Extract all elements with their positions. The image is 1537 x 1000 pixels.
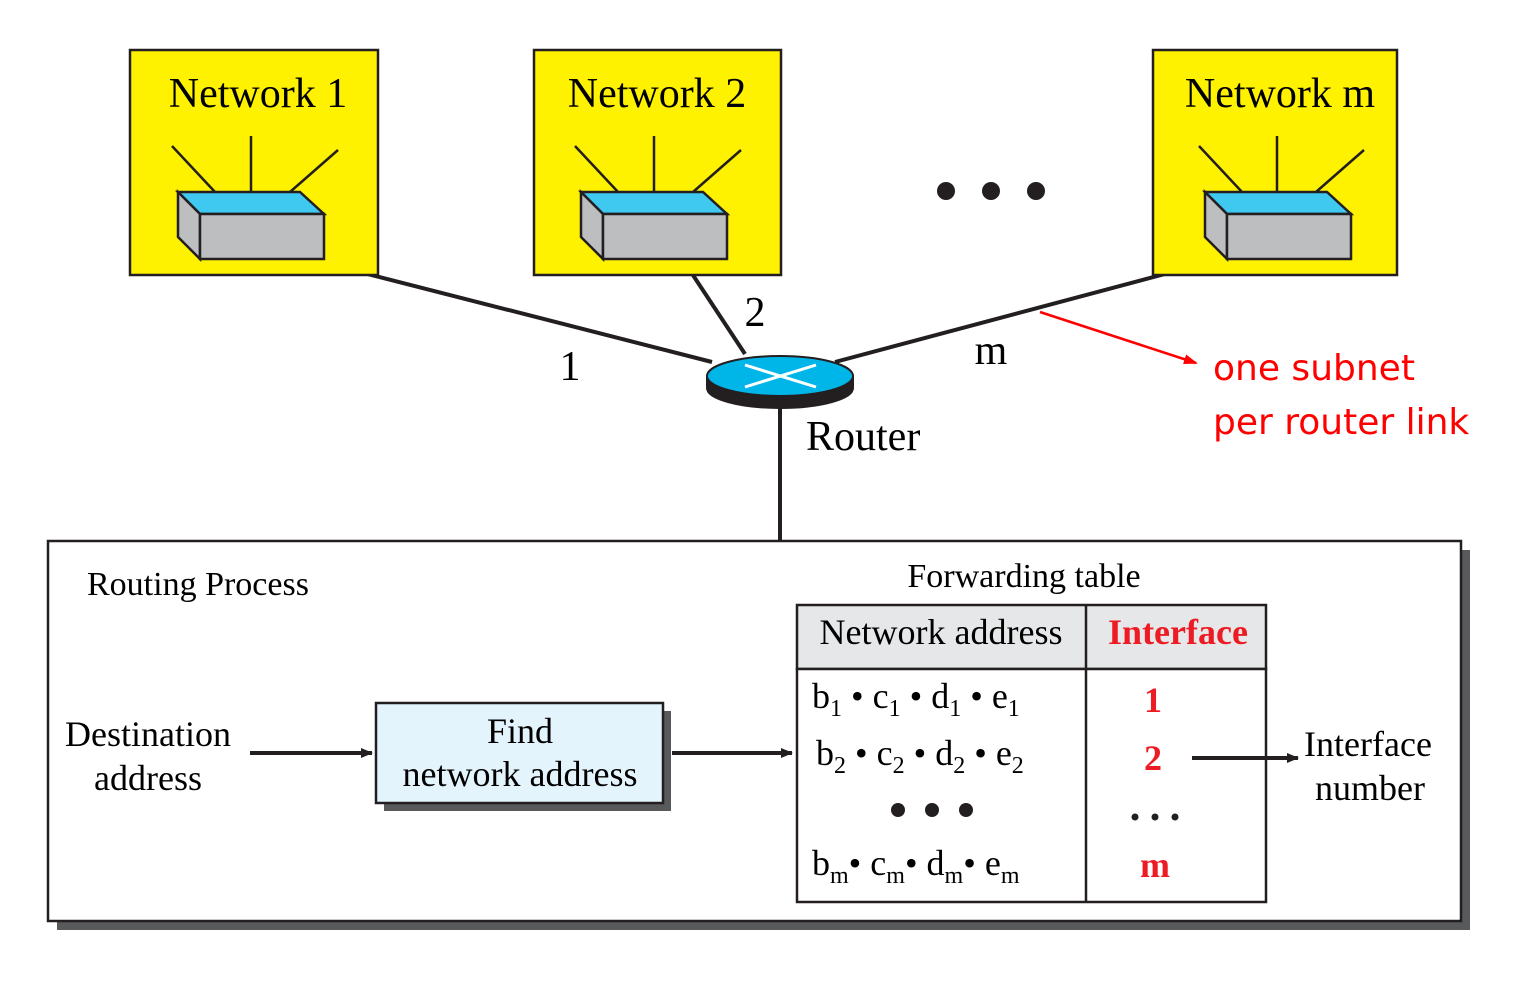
switch-icon [1198, 136, 1365, 263]
output-label-line-1: Interface [1304, 724, 1432, 764]
table-header-interface: Interface [1108, 612, 1248, 652]
row-m-interface: m [1140, 845, 1170, 885]
forwarding-table [795, 603, 1268, 904]
network-2: Network 2 [532, 48, 783, 277]
network-m-label: Network m [1185, 71, 1375, 117]
row-2-address: b2 • c2 • d2 • e2 [816, 733, 1024, 779]
table-row: b2 • c2 • d2 • e2 2 [816, 733, 1162, 779]
network-1: Network 1 [128, 48, 380, 277]
find-network-address-box [374, 701, 671, 811]
annotation-line-2: per router link [1213, 402, 1469, 443]
switch-icon [574, 136, 742, 263]
network-1-label: Network 1 [169, 71, 347, 117]
switch-icon [171, 136, 339, 263]
table-row: b1 • c1 • d1 • e1 1 [812, 676, 1162, 722]
forwarding-table-title: Forwarding table [907, 558, 1140, 595]
link-m-label: m [975, 328, 1008, 374]
output-label-line-2: number [1315, 768, 1425, 808]
routing-process-title: Routing Process [87, 566, 309, 603]
table-header-network-address: Network address [820, 612, 1063, 652]
annotation-arrow [1039, 310, 1198, 365]
annotation-line-1: one subnet [1213, 348, 1415, 389]
network-2-label: Network 2 [568, 71, 746, 117]
router-icon [706, 355, 854, 409]
router-label: Router [806, 414, 920, 460]
find-box-line-2: network address [403, 754, 638, 794]
row-m-address: bm• cm• dm• em [812, 843, 1020, 889]
row-1-address: b1 • c1 • d1 • e1 [812, 676, 1020, 722]
row-1-interface: 1 [1144, 680, 1162, 720]
find-box-line-1: Find [487, 711, 553, 751]
row-2-interface: 2 [1144, 738, 1162, 778]
destination-label-line-2: address [94, 758, 202, 798]
table-row: bm• cm• dm• em m [812, 843, 1170, 889]
destination-label-line-1: Destination [65, 714, 231, 754]
network-m: Network m [1151, 48, 1399, 277]
more-networks-ellipsis [937, 182, 1045, 200]
link-1-label: 1 [560, 344, 581, 390]
link-2-label: 2 [745, 290, 766, 336]
table-row-ellipsis [891, 803, 1179, 821]
